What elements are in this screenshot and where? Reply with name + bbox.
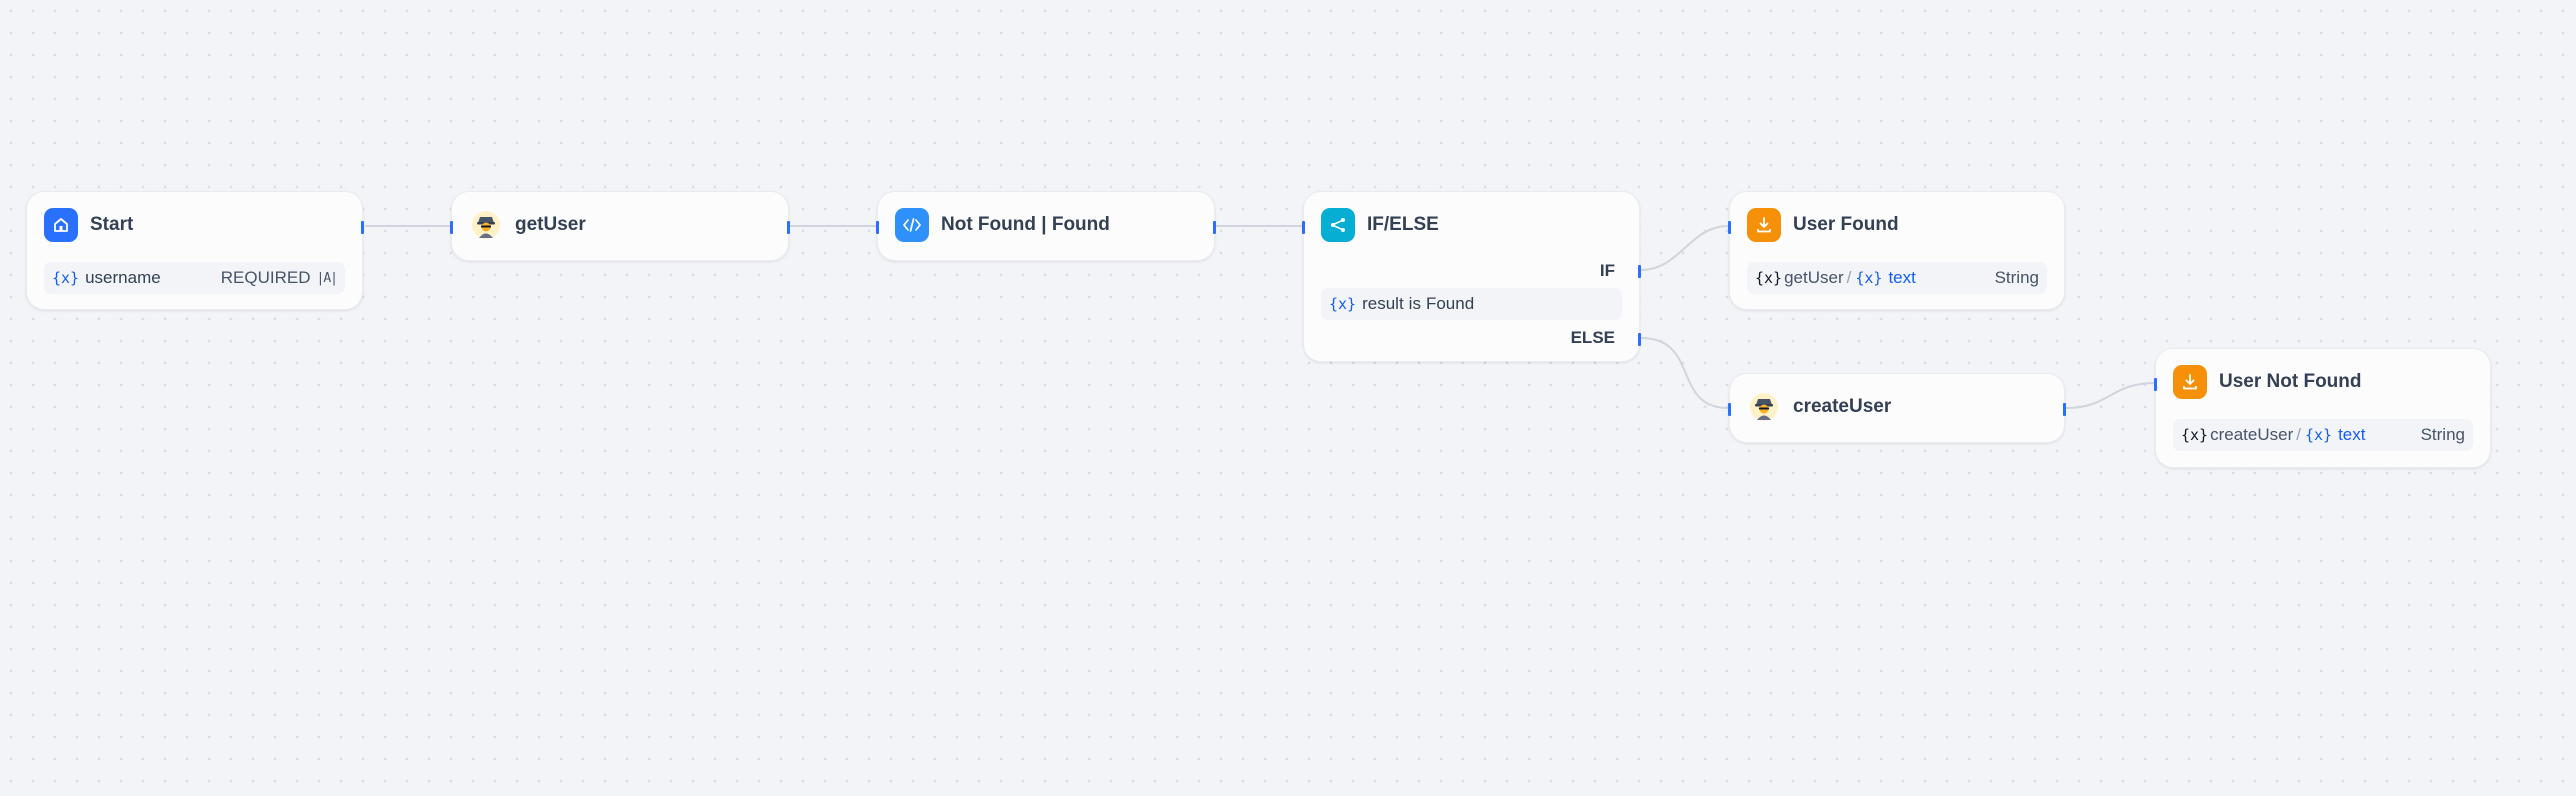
node-title: IF/ELSE [1367, 214, 1439, 235]
input-handle[interactable] [450, 221, 453, 234]
user-not-found-node-header: User Not Found [2173, 365, 2362, 399]
else-branch-label: ELSE [1570, 328, 1615, 347]
start-variable-row[interactable]: {x} username REQUIRED |A| [44, 262, 345, 294]
variable-name: text [1888, 268, 1916, 287]
user-found-node-header: User Found [1747, 208, 1899, 242]
input-handle[interactable] [2154, 378, 2157, 391]
node-variable-icon: {x} [1755, 269, 1783, 287]
output-handle[interactable] [361, 221, 364, 234]
variable-icon: {x} [2304, 426, 2333, 444]
input-handle[interactable] [876, 221, 879, 234]
get-user-node-header: getUser [469, 208, 586, 242]
variable-type: String [1994, 268, 2039, 287]
user-not-found-node[interactable]: User Not Found {x} createUser / {x} text… [2154, 348, 2491, 468]
variable-icon: {x} [52, 269, 80, 287]
output-handle[interactable] [1213, 221, 1216, 234]
node-title: createUser [1793, 396, 1892, 417]
variable-name: username [85, 268, 161, 287]
node-title: Not Found | Found [941, 214, 1110, 235]
create-user-node[interactable]: createUser [1728, 373, 2066, 443]
node-title: User Not Found [2219, 371, 2362, 392]
agent-avatar-icon [1747, 390, 1781, 424]
if-branch-label: IF [1599, 261, 1615, 280]
if-output-handle[interactable] [1638, 265, 1641, 278]
code-icon [895, 208, 929, 242]
if-else-node[interactable]: IF/ELSE IF {x} result is Found ELSE [1302, 191, 1641, 362]
user-found-node[interactable]: User Found {x} getUser / {x} text String [1728, 191, 2065, 310]
variable-name: text [2338, 425, 2366, 444]
start-node-header: Start [44, 208, 133, 242]
condition-variable: result [1362, 294, 1404, 313]
node-variable-icon: {x} [2181, 426, 2209, 444]
node-title: getUser [515, 214, 586, 235]
start-node[interactable]: Start {x} username REQUIRED |A| [26, 191, 364, 310]
node-title: Start [90, 214, 134, 235]
path-separator: / [1846, 268, 1852, 287]
output-handle[interactable] [2063, 403, 2066, 416]
output-variable-row[interactable]: {x} createUser / {x} text String [2173, 419, 2473, 451]
input-handle[interactable] [1728, 221, 1731, 234]
agent-avatar-icon [469, 208, 503, 242]
input-handle[interactable] [1302, 221, 1305, 234]
node-title: User Found [1793, 214, 1899, 235]
not-found-node-header: Not Found | Found [895, 208, 1110, 242]
source-node-name: getUser [1784, 268, 1844, 287]
variable-icon: {x} [1329, 295, 1357, 313]
condition-row[interactable]: {x} result is Found [1321, 288, 1622, 320]
else-output-handle[interactable] [1638, 333, 1641, 346]
source-node-name: createUser [2210, 425, 2294, 444]
not-found-code-node[interactable]: Not Found | Found [876, 191, 1216, 261]
output-variable-row[interactable]: {x} getUser / {x} text String [1747, 262, 2047, 294]
create-user-node-header: createUser [1747, 390, 1891, 424]
edge-else-createuser [1640, 337, 1729, 409]
edge-if-userfound [1640, 225, 1729, 271]
input-handle[interactable] [1728, 403, 1731, 416]
home-icon [44, 208, 78, 242]
answer-icon [2173, 365, 2207, 399]
get-user-node[interactable]: getUser [450, 191, 790, 261]
path-separator: / [2296, 425, 2301, 444]
condition-operator: is [1408, 294, 1421, 313]
text-input-type-icon: |A| [316, 270, 339, 286]
required-label: REQUIRED [220, 268, 311, 287]
branch-icon [1321, 208, 1355, 242]
answer-icon [1747, 208, 1781, 242]
condition-value: Found [1425, 294, 1475, 313]
variable-type: String [2420, 425, 2465, 444]
variable-icon: {x} [1855, 269, 1883, 287]
if-else-node-header: IF/ELSE [1321, 208, 1439, 242]
output-handle[interactable] [787, 221, 790, 234]
edge-createuser-usernotfound [2065, 382, 2156, 409]
